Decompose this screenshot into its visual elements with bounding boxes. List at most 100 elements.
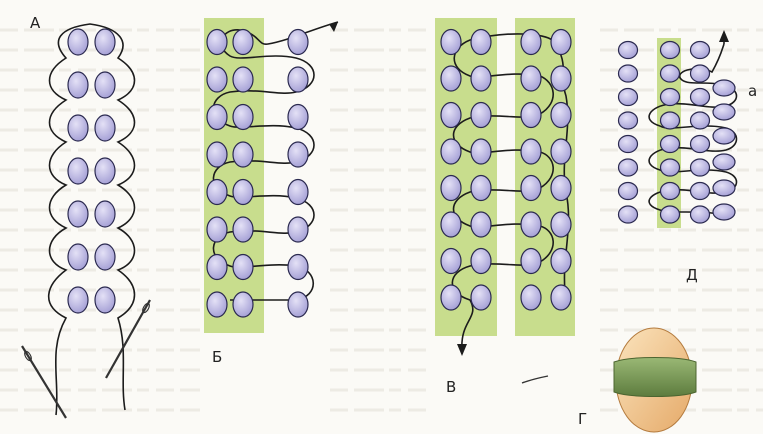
bead bbox=[287, 291, 309, 318]
label-d: Д bbox=[686, 266, 698, 284]
bead bbox=[550, 211, 572, 238]
bead bbox=[550, 138, 572, 165]
bead bbox=[659, 181, 681, 201]
bead bbox=[659, 40, 681, 60]
bead bbox=[520, 284, 542, 311]
bead bbox=[440, 101, 462, 129]
label-a: А bbox=[30, 14, 41, 32]
bead bbox=[689, 158, 711, 177]
bead bbox=[94, 157, 116, 185]
bead bbox=[520, 65, 542, 92]
bead bbox=[520, 138, 542, 165]
bead bbox=[67, 71, 89, 99]
bead bbox=[206, 216, 228, 243]
bead bbox=[287, 103, 309, 131]
bead bbox=[689, 134, 711, 154]
bead bbox=[659, 134, 681, 154]
bead bbox=[617, 87, 639, 107]
bead bbox=[659, 158, 681, 177]
bead bbox=[287, 253, 309, 281]
bead bbox=[67, 114, 89, 142]
bead bbox=[470, 247, 492, 275]
bead bbox=[440, 28, 462, 56]
bead bbox=[689, 111, 711, 130]
thread-a bbox=[47, 23, 136, 416]
bead bbox=[550, 28, 572, 56]
bead bbox=[440, 247, 462, 275]
bead bbox=[232, 216, 254, 243]
bead bbox=[206, 28, 228, 56]
bead bbox=[550, 284, 572, 311]
bead bbox=[689, 205, 711, 224]
bead bbox=[659, 64, 681, 83]
bead bbox=[94, 28, 116, 56]
bead bbox=[712, 79, 736, 97]
bead bbox=[232, 291, 254, 318]
bead bbox=[689, 181, 711, 201]
needles bbox=[21, 299, 151, 419]
bead bbox=[206, 66, 228, 93]
bead bbox=[659, 205, 681, 224]
bead bbox=[232, 178, 254, 206]
bead bbox=[520, 247, 542, 275]
bead bbox=[617, 181, 639, 201]
bead bbox=[206, 103, 228, 131]
bead bbox=[712, 103, 736, 121]
bead bbox=[440, 174, 462, 202]
bead bbox=[470, 174, 492, 202]
bead bbox=[206, 178, 228, 206]
label-v: В bbox=[446, 378, 456, 396]
bead bbox=[206, 253, 228, 281]
bead bbox=[232, 103, 254, 131]
bead bbox=[94, 200, 116, 228]
bead bbox=[287, 141, 309, 168]
bead bbox=[470, 211, 492, 238]
bead bbox=[712, 179, 736, 197]
bead bbox=[440, 284, 462, 311]
beads bbox=[67, 28, 736, 318]
bead bbox=[206, 291, 228, 318]
bead bbox=[550, 65, 572, 92]
bead bbox=[67, 157, 89, 185]
bead bbox=[287, 66, 309, 93]
bead bbox=[94, 71, 116, 99]
bead bbox=[232, 28, 254, 56]
bead bbox=[689, 40, 711, 60]
bead bbox=[520, 28, 542, 56]
bead bbox=[712, 127, 736, 145]
bead bbox=[550, 247, 572, 275]
bead bbox=[440, 138, 462, 165]
bead bbox=[659, 111, 681, 130]
needle-icon bbox=[21, 345, 67, 419]
bead bbox=[440, 211, 462, 238]
bead bbox=[232, 66, 254, 93]
label-g: Г bbox=[578, 410, 587, 428]
bead bbox=[617, 134, 639, 154]
bead bbox=[550, 101, 572, 129]
bead bbox=[94, 286, 116, 314]
arrow-up-icon bbox=[329, 22, 338, 32]
bead bbox=[287, 216, 309, 243]
bead bbox=[617, 40, 639, 60]
bead bbox=[689, 64, 711, 83]
bead bbox=[287, 28, 309, 56]
bead bbox=[689, 87, 711, 107]
thread-end bbox=[521, 375, 549, 384]
egg-icon bbox=[613, 327, 697, 433]
bead bbox=[67, 243, 89, 271]
bead bbox=[617, 111, 639, 130]
bead bbox=[470, 138, 492, 165]
bead bbox=[520, 101, 542, 129]
bead bbox=[520, 211, 542, 238]
bead bbox=[94, 243, 116, 271]
bead bbox=[617, 64, 639, 83]
bead bbox=[470, 101, 492, 129]
bead bbox=[617, 205, 639, 224]
bead bbox=[94, 114, 116, 142]
bead bbox=[550, 174, 572, 202]
bead bbox=[617, 158, 639, 177]
bead bbox=[67, 200, 89, 228]
label-b: Б bbox=[212, 348, 222, 366]
